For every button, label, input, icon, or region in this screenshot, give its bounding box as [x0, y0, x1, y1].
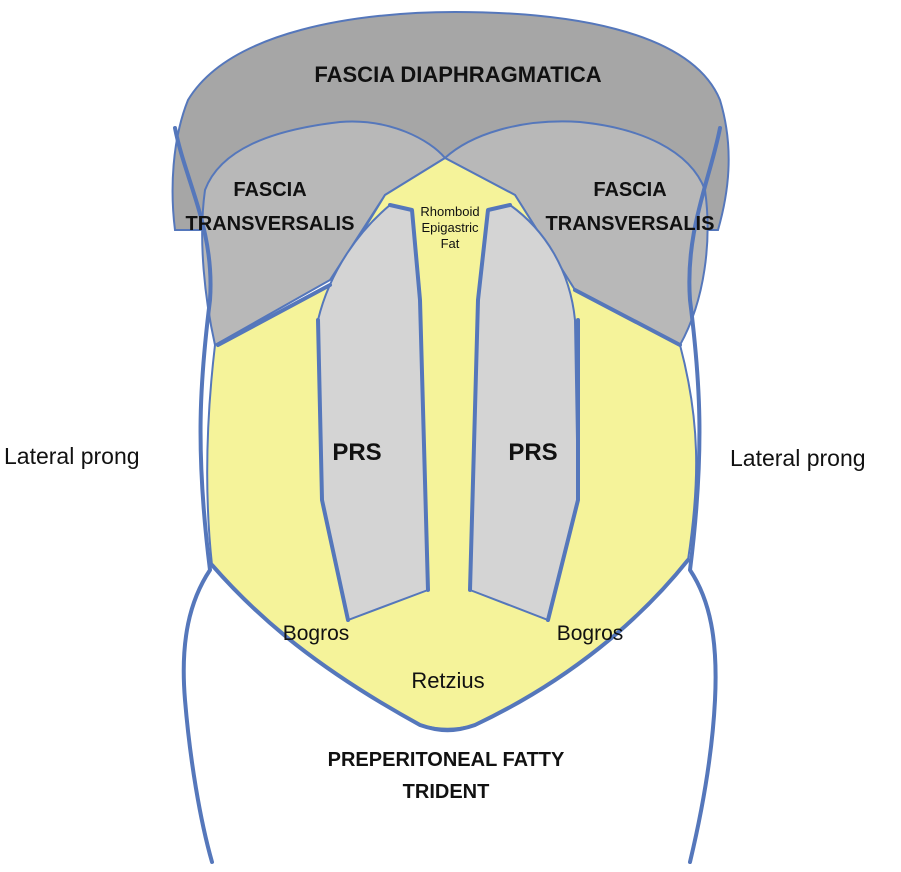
retzius-label: Retzius	[411, 668, 484, 693]
lateral-prong-left-label: Lateral prong	[4, 443, 140, 469]
fascia-transversalis-right-label-1: FASCIA	[593, 179, 666, 201]
bogros-right-label: Bogros	[557, 622, 624, 645]
trident-caption-1: PREPERITONEAL FATTY	[328, 749, 565, 771]
rhomboid-label-1: Rhomboid	[420, 204, 479, 219]
fascia-transversalis-left-label-2: TRANSVERSALIS	[186, 213, 355, 235]
fascia-transversalis-right-label-2: TRANSVERSALIS	[546, 213, 715, 235]
fascia-diaphragmatica-label: FASCIA DIAPHRAGMATICA	[314, 62, 601, 87]
fascia-transversalis-left-label-1: FASCIA	[233, 179, 306, 201]
outline-lines	[173, 126, 722, 864]
fascia-transversalis-left-shape	[201, 120, 447, 347]
bogros-left-label: Bogros	[283, 622, 350, 645]
prs-left-label: PRS	[332, 439, 381, 466]
fascia-transversalis-right-shape	[443, 120, 709, 347]
rhomboid-label-2: Epigastric	[421, 220, 479, 235]
rhomboid-label-3: Fat	[441, 236, 460, 251]
prs-right-shape	[468, 203, 580, 622]
trident-caption-2: TRIDENT	[403, 781, 490, 803]
lateral-prong-right-label: Lateral prong	[730, 445, 866, 471]
prs-right-label: PRS	[508, 439, 557, 466]
